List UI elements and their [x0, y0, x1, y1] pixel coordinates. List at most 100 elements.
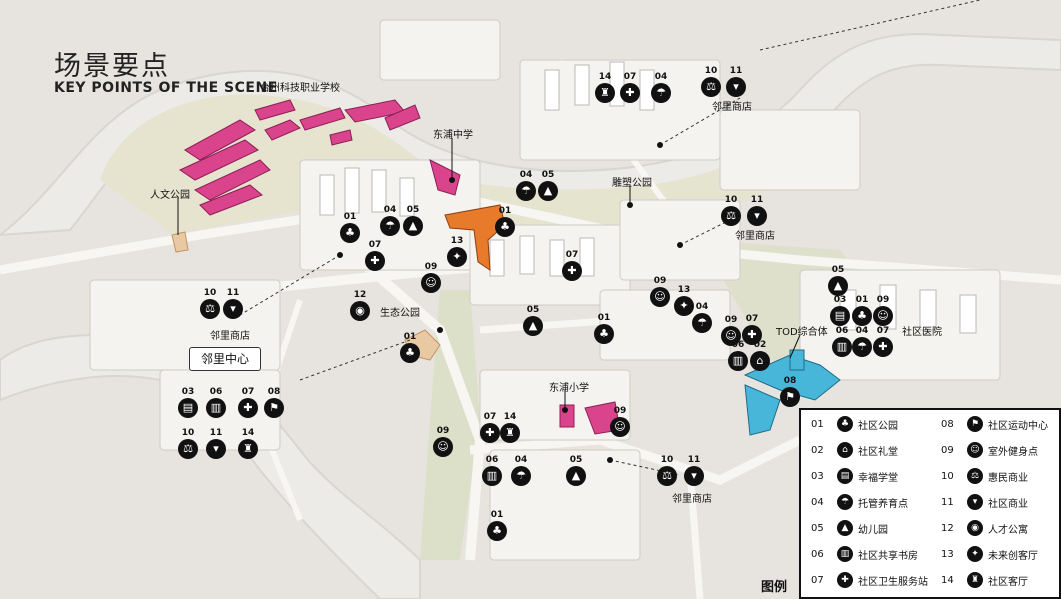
poi-marker: 14♜	[497, 412, 523, 443]
label-shop-1: 邻里商店	[712, 102, 752, 113]
legend-number: 13	[941, 548, 954, 560]
poi-marker: 11▾	[681, 455, 707, 486]
poi-marker: 01♣	[849, 295, 875, 326]
poi-marker: 01♣	[484, 510, 510, 541]
library-icon: ▥	[728, 351, 748, 371]
label-dongpu-primary: 东浦小学	[549, 383, 589, 394]
title-chinese: 场景要点	[54, 51, 170, 82]
poi-number: 10	[203, 288, 217, 298]
legend-item: 02⌂社区礼堂	[811, 442, 898, 458]
poi-marker: 07✚	[477, 412, 503, 443]
legend-item: 03▤幸福学堂	[811, 468, 898, 484]
legend-item: 12◉人才公寓	[941, 520, 1028, 536]
hall-icon: ⌂	[837, 442, 853, 458]
legend-label: 幸福学堂	[858, 472, 898, 484]
poi-number: 09	[436, 426, 450, 436]
poi-number: 04	[855, 326, 869, 336]
poi-marker: 10⚖	[654, 455, 680, 486]
poi-number: 01	[597, 313, 611, 323]
legend-number: 03	[811, 470, 824, 482]
poi-number: 06	[835, 326, 849, 336]
sports-icon: ⚑	[967, 416, 983, 432]
poi-marker: 10⚖	[175, 428, 201, 459]
legend-number: 11	[941, 496, 954, 508]
legend-number: 14	[941, 574, 954, 586]
legend-number: 10	[941, 470, 954, 482]
care-icon: ☂	[651, 83, 671, 103]
kindergarten-icon: ▲	[828, 276, 848, 296]
legend-label: 社区运动中心	[988, 420, 1048, 432]
legend-label: 社区卫生服务站	[858, 576, 928, 588]
legend-number: 12	[941, 522, 954, 534]
park-icon: ♣	[837, 416, 853, 432]
poi-marker: 01♣	[492, 206, 518, 237]
shop-icon: ⚖	[967, 468, 983, 484]
cart-icon: ▾	[747, 206, 767, 226]
fitness-icon: ☺	[967, 442, 983, 458]
label-shop-4: 邻里商店	[672, 494, 712, 505]
poi-marker: 10⚖	[197, 288, 223, 319]
legend-number: 09	[941, 444, 954, 456]
poi-number: 01	[343, 212, 357, 222]
library-icon: ▥	[482, 466, 502, 486]
poi-number: 07	[623, 72, 637, 82]
poi-number: 03	[181, 387, 195, 397]
poi-number: 08	[783, 376, 797, 386]
legend-item: 01♣社区公园	[811, 416, 898, 432]
cart-icon: ▾	[726, 77, 746, 97]
poi-number: 07	[745, 314, 759, 324]
shop-icon: ⚖	[721, 206, 741, 226]
poi-marker: 09☺	[418, 262, 444, 293]
label-sculpture-park: 雕塑公园	[612, 178, 652, 189]
poi-marker: 10⚖	[718, 195, 744, 226]
label-clinic: 社区医院	[902, 327, 942, 338]
legend-item: 05▲幼儿园	[811, 520, 888, 536]
poi-number: 10	[704, 66, 718, 76]
park-icon: ♣	[400, 343, 420, 363]
poi-marker: 09☺	[718, 315, 744, 346]
legend-label: 社区客厅	[988, 576, 1028, 588]
poi-marker: 04☂	[513, 170, 539, 201]
kindergarten-icon: ▲	[538, 181, 558, 201]
maker-icon: ✦	[967, 546, 983, 562]
shop-icon: ⚖	[701, 77, 721, 97]
poi-number: 05	[541, 170, 555, 180]
poi-number: 14	[241, 428, 255, 438]
legend-number: 04	[811, 496, 824, 508]
health-icon: ✚	[873, 337, 893, 357]
poi-number: 09	[724, 315, 738, 325]
health-icon: ✚	[365, 251, 385, 271]
poi-marker: 03▤	[827, 295, 853, 326]
poi-number: 05	[831, 265, 845, 275]
poi-marker: 03▤	[175, 387, 201, 418]
poi-number: 01	[855, 295, 869, 305]
legend-title: 图例	[761, 580, 788, 595]
fitness-icon: ☺	[873, 306, 893, 326]
park-icon: ♣	[487, 521, 507, 541]
fitness-icon: ☺	[610, 417, 630, 437]
kindergarten-icon: ▲	[523, 316, 543, 336]
cart-icon: ▾	[206, 439, 226, 459]
poi-marker: 01♣	[397, 332, 423, 363]
fitness-icon: ☺	[433, 437, 453, 457]
care-icon: ☂	[516, 181, 536, 201]
label-dongpu-middle: 东浦中学	[433, 130, 473, 141]
maker-icon: ✦	[674, 296, 694, 316]
poi-marker: 12◉	[347, 290, 373, 321]
label-humanities-park: 人文公园	[150, 190, 190, 201]
poi-marker: 07✚	[559, 250, 585, 281]
poi-number: 07	[876, 326, 890, 336]
health-icon: ✚	[562, 261, 582, 281]
park-icon: ♣	[340, 223, 360, 243]
poi-number: 08	[267, 387, 281, 397]
legend-item: 14♜社区客厅	[941, 572, 1028, 588]
legend-item: 10⚖惠民商业	[941, 468, 1028, 484]
poi-number: 04	[695, 302, 709, 312]
label-shop-2: 邻里商店	[735, 231, 775, 242]
legend-item: 06▥社区共享书房	[811, 546, 918, 562]
care-icon: ☂	[380, 216, 400, 236]
poi-number: 09	[876, 295, 890, 305]
